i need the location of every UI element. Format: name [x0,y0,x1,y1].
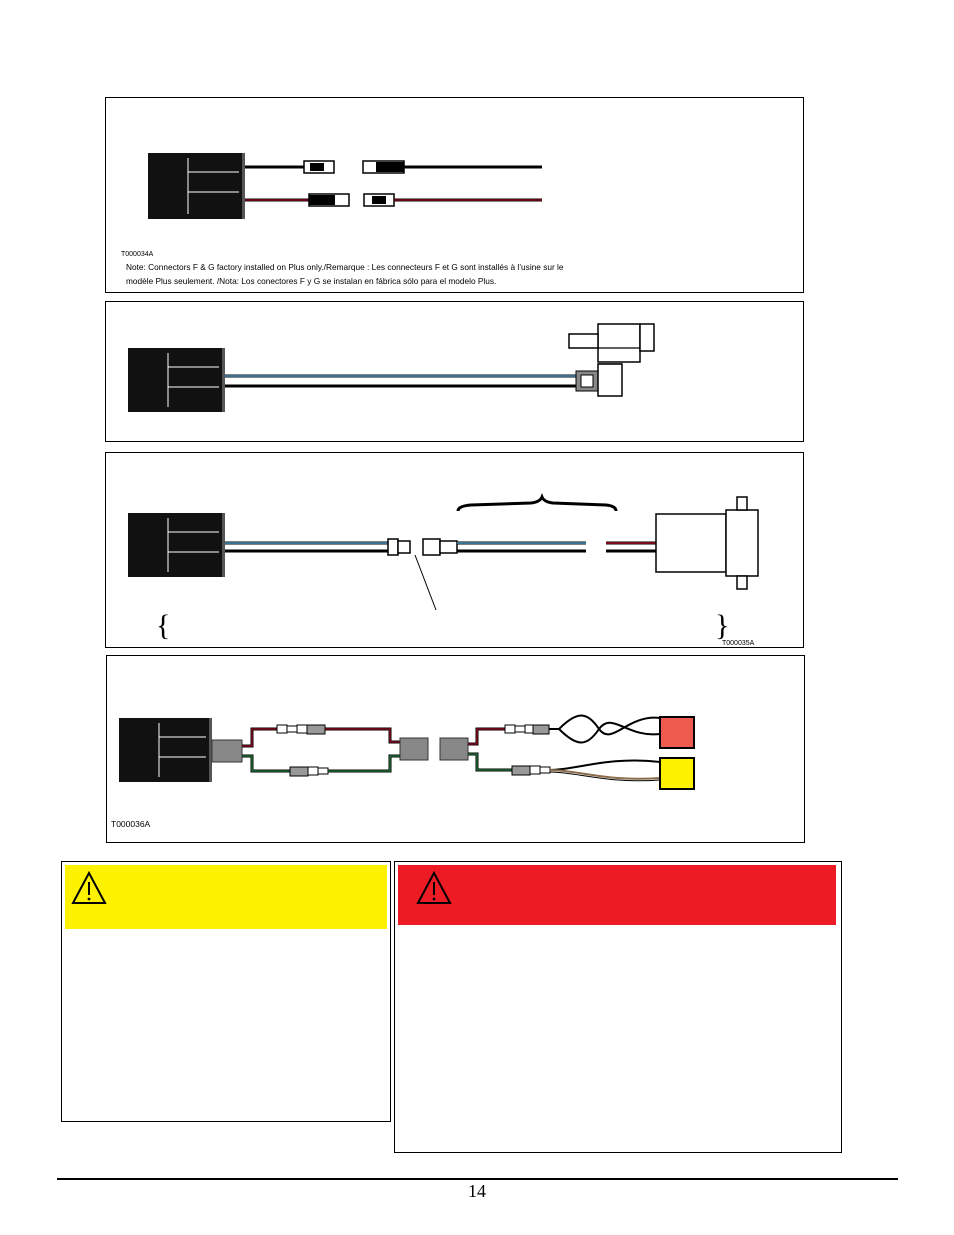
caution-box [61,861,391,1122]
harness-right [468,714,661,782]
control-module [119,718,212,782]
sensor-housing [655,496,759,590]
control-module [128,513,225,577]
wiring-diagram-3: { } [128,492,759,642]
caution-header [65,865,387,929]
warning-box [394,861,842,1153]
inline-connector [387,538,458,611]
warning-header [398,865,836,925]
diagram-panel-1: T000034A Note: Connectors F & G factory … [105,97,804,293]
diagram-panel-3: { } T000035A [105,452,804,648]
sensor-red [659,716,695,749]
sensor-yellow [659,757,695,790]
wiring-diagram-2 [128,323,655,412]
harness-plug [399,737,429,761]
diagram-panel-4: T000036A [106,655,805,843]
wiring-diagram-4 [119,714,695,790]
harness-plug [439,737,469,761]
diagram-note-line-2: modèle Plus seulement. /Nota: Los conect… [126,276,497,286]
warning-triangle-icon [71,870,107,904]
wire-red [245,193,542,207]
harness-plug [211,739,243,763]
right-brace: } [715,609,729,642]
wire-pair [225,374,576,388]
wire-black [245,160,542,174]
diagram-note-line-1: Note: Connectors F & G factory installed… [126,262,564,272]
control-module [148,153,245,219]
wiring-diagram-1 [148,153,542,219]
wire-pair-right [606,541,656,553]
wire-pair-left [225,541,388,553]
diagram-panel-2 [105,301,804,442]
page-number: 14 [468,1181,486,1201]
diagram-code: T000036A [111,819,151,829]
left-brace: { [156,609,170,642]
wire-pair-middle [457,541,586,553]
harness-left [242,724,400,777]
control-module [128,348,225,412]
warning-triangle-icon [416,870,452,904]
angle-sensor [568,323,655,397]
diagram-code: T000034A [121,251,154,258]
page-rule [57,1178,898,1180]
length-brace [456,492,618,512]
diagram-code: T000035A [722,640,755,647]
